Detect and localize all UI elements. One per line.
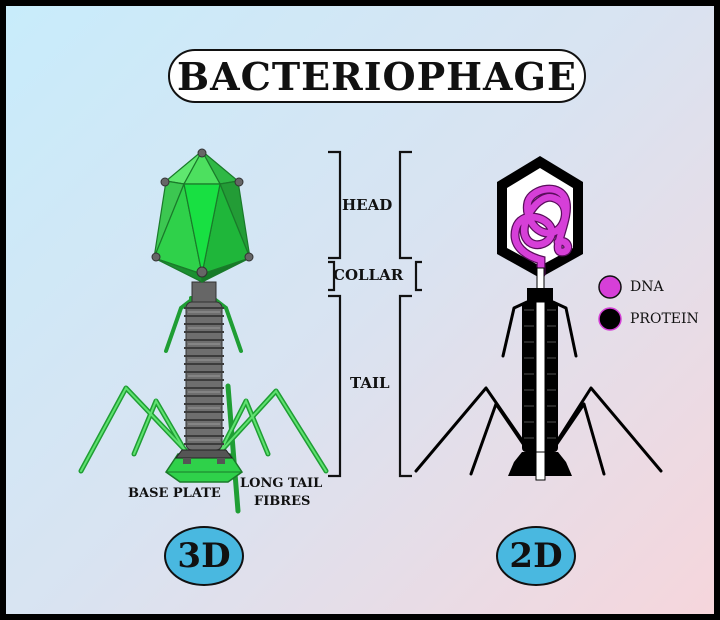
phage-2d [414,156,663,481]
phage-3d-collar [191,281,217,303]
label-long-tail-fibres-2: FIBRES [254,494,311,509]
head-bracket-right [398,150,412,260]
legend-protein-swatch [598,307,622,331]
tail-bracket-left [328,294,342,478]
badge-2d-text: 2D [509,536,563,576]
label-long-tail-fibres-1: LONG TAIL [240,476,323,491]
phage-2d-collar [527,288,553,302]
label-base-plate: BASE PLATE [128,486,221,501]
phage-3d [78,148,329,514]
legend [598,275,622,331]
label-collar: COLLAR [333,266,404,284]
diagram-canvas [78,148,663,514]
collar-bracket-left [328,260,336,292]
legend-dna-label: DNA [630,279,664,295]
collar-bracket-right [414,260,422,292]
badge-3d: 3D [164,526,244,586]
tail-bracket-right [398,294,412,478]
title-text: BACTERIOPHAGE [177,53,577,99]
label-head: HEAD [342,196,393,214]
badge-3d-text: 3D [177,536,231,576]
phage-3d-tail-rings [184,307,224,445]
legend-dna-swatch [598,275,622,299]
part-brackets [328,150,422,478]
phage-3d-head [153,149,251,283]
legend-protein-label: PROTEIN [630,311,699,327]
badge-2d: 2D [496,526,576,586]
page-title: BACTERIOPHAGE [168,49,586,103]
head-bracket-left [328,150,342,260]
label-tail: TAIL [350,374,390,392]
phage-2d-dna [510,184,573,279]
